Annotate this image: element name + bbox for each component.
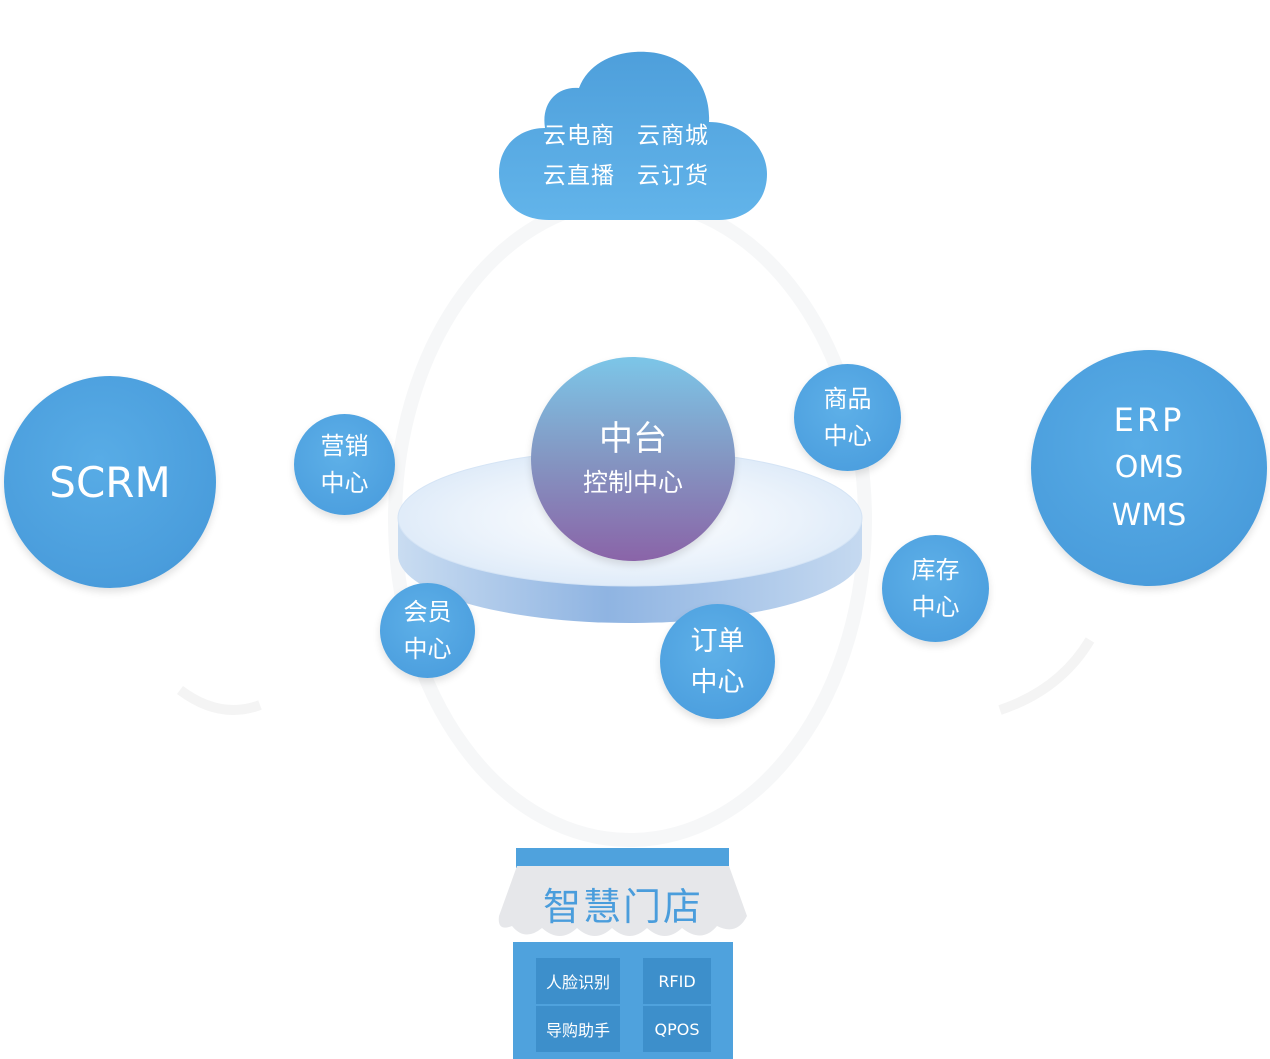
center-hub: 中台 控制中心 bbox=[531, 357, 735, 561]
marketing-label-2: 中心 bbox=[320, 468, 369, 497]
order-label-2: 中心 bbox=[690, 666, 745, 698]
product-label-2: 中心 bbox=[823, 421, 872, 450]
cloud-item: 云直播 bbox=[543, 163, 615, 189]
member-center: 会员 中心 bbox=[380, 583, 475, 678]
store-title: 智慧门店 bbox=[542, 885, 703, 929]
member-label-2: 中心 bbox=[403, 634, 452, 663]
cloud-item: 云电商 bbox=[543, 123, 615, 149]
center-subtitle: 控制中心 bbox=[582, 468, 683, 497]
cloud-item: 云订货 bbox=[637, 163, 709, 189]
marketing-label-1: 营销 bbox=[320, 431, 369, 460]
scrm-label: SCRM bbox=[49, 457, 171, 507]
marketing-center: 营销 中心 bbox=[294, 414, 395, 515]
face-recognition-item: 人脸识别 bbox=[536, 958, 620, 1004]
rfid-item: RFID bbox=[643, 958, 711, 1004]
cloud-icon bbox=[499, 51, 767, 220]
member-label-1: 会员 bbox=[403, 597, 452, 626]
inventory-center: 库存 中心 bbox=[882, 535, 989, 642]
order-center: 订单 中心 bbox=[660, 604, 775, 719]
qpos-item: QPOS bbox=[643, 1006, 711, 1052]
inventory-label-1: 库存 bbox=[911, 555, 960, 584]
inventory-label-2: 中心 bbox=[911, 592, 960, 621]
store-roof bbox=[516, 848, 729, 868]
erp-node: ERP OMS WMS bbox=[1031, 350, 1267, 586]
cloud-item: 云商城 bbox=[637, 123, 709, 149]
product-center: 商品 中心 bbox=[794, 364, 901, 471]
erp-label: ERP bbox=[1113, 401, 1185, 439]
scrm-node: SCRM bbox=[4, 376, 216, 588]
order-label-1: 订单 bbox=[690, 625, 745, 657]
center-title: 中台 bbox=[599, 419, 667, 459]
product-label-1: 商品 bbox=[823, 384, 872, 413]
shopping-guide-item: 导购助手 bbox=[536, 1006, 620, 1052]
wms-label: WMS bbox=[1111, 498, 1187, 533]
cloud-services: 云电商 云商城 云直播 云订货 bbox=[497, 48, 769, 223]
store-awning bbox=[498, 866, 747, 936]
oms-label: OMS bbox=[1114, 450, 1184, 485]
